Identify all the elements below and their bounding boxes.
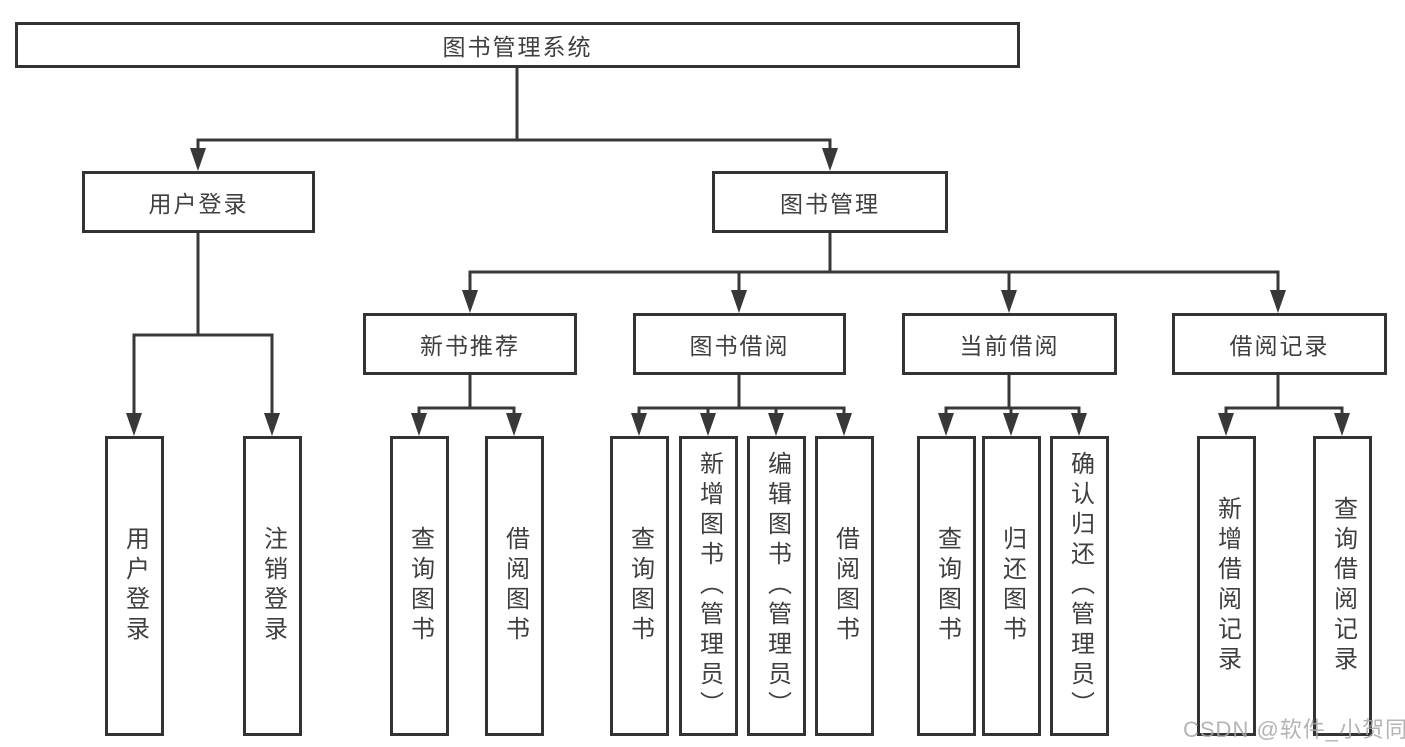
- leaf-logout: 注销登录: [243, 436, 302, 736]
- node-label: 图书管理: [780, 191, 880, 217]
- node-label: 借阅记录: [1229, 333, 1330, 359]
- node-label: 当前借阅: [959, 333, 1060, 359]
- node-label: 归还图书: [998, 526, 1026, 646]
- leaf-return-book: 归还图书: [982, 436, 1041, 736]
- node-library-system: 图书管理系统: [15, 22, 1020, 68]
- leaf-add-book-admin: 新增图书（管理员）: [679, 436, 738, 736]
- csdn-watermark: CSDN @软件_小贺同学: [1183, 717, 1405, 742]
- node-book-borrow: 图书借阅: [633, 313, 846, 375]
- node-label: 借阅图书: [831, 526, 859, 646]
- node-label: 新增借阅记录: [1213, 496, 1241, 676]
- node-book-management: 图书管理: [712, 171, 948, 233]
- node-borrow-records: 借阅记录: [1172, 313, 1387, 375]
- node-current-borrow: 当前借阅: [902, 313, 1117, 375]
- node-label: 图书借阅: [689, 333, 790, 359]
- node-label: 编辑图书（管理员）: [763, 451, 791, 721]
- node-label: 查询借阅记录: [1329, 496, 1357, 676]
- leaf-query-books-recommend: 查询图书: [390, 436, 449, 736]
- node-label: 注销登录: [259, 526, 287, 646]
- node-label: 查询图书: [406, 526, 434, 646]
- node-label: 用户登录: [121, 526, 149, 646]
- node-user-login: 用户登录: [82, 171, 315, 233]
- node-label: 借阅图书: [501, 526, 529, 646]
- leaf-query-borrow-record: 查询借阅记录: [1313, 436, 1372, 736]
- node-new-book-recommend: 新书推荐: [363, 313, 577, 375]
- node-label: 图书管理系统: [442, 34, 593, 60]
- leaf-confirm-return-admin: 确认归还（管理员）: [1050, 436, 1109, 736]
- leaf-borrow-books: 借阅图书: [815, 436, 874, 736]
- leaf-query-books-current: 查询图书: [917, 436, 976, 736]
- node-label: 查询图书: [933, 526, 961, 646]
- node-label: 新书推荐: [420, 333, 520, 359]
- leaf-add-borrow-record: 新增借阅记录: [1197, 436, 1256, 736]
- leaf-query-books-borrow: 查询图书: [610, 436, 669, 736]
- leaf-borrow-books-recommend: 借阅图书: [485, 436, 544, 736]
- node-label: 新增图书（管理员）: [695, 451, 723, 721]
- node-label: 查询图书: [626, 526, 654, 646]
- node-label: 用户登录: [148, 191, 249, 217]
- leaf-edit-book-admin: 编辑图书（管理员）: [747, 436, 806, 736]
- leaf-user-login: 用户登录: [105, 436, 164, 736]
- node-label: 确认归还（管理员）: [1066, 451, 1094, 721]
